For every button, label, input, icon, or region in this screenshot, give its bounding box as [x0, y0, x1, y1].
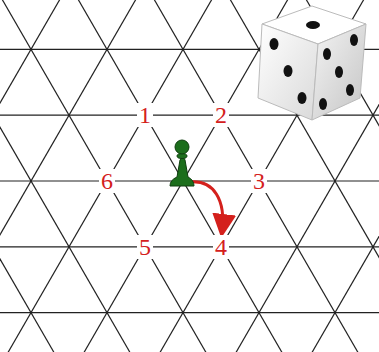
- grid-line: [0, 0, 305, 352]
- grid-line: [0, 312, 379, 313]
- grid-line: [213, 0, 379, 352]
- grid-line: [0, 0, 1, 352]
- grid-line: [137, 0, 379, 352]
- grid-line: [61, 0, 379, 352]
- move-arrow: [190, 182, 223, 232]
- position-number: 5: [137, 235, 153, 259]
- position-number: 4: [213, 235, 229, 259]
- position-number: 3: [251, 169, 267, 193]
- grid-line: [0, 0, 1, 352]
- position-number: 6: [99, 169, 115, 193]
- grid-line: [213, 0, 379, 352]
- grid-line: [0, 0, 305, 352]
- pawn: [170, 140, 194, 186]
- grid-line: [137, 0, 379, 352]
- position-number: 1: [137, 103, 153, 127]
- grid-line: [61, 0, 379, 352]
- grid-line: [365, 0, 379, 352]
- grid-line: [365, 0, 379, 352]
- dice: [258, 6, 366, 120]
- position-number: 2: [213, 103, 229, 127]
- grid-line: [0, 246, 379, 247]
